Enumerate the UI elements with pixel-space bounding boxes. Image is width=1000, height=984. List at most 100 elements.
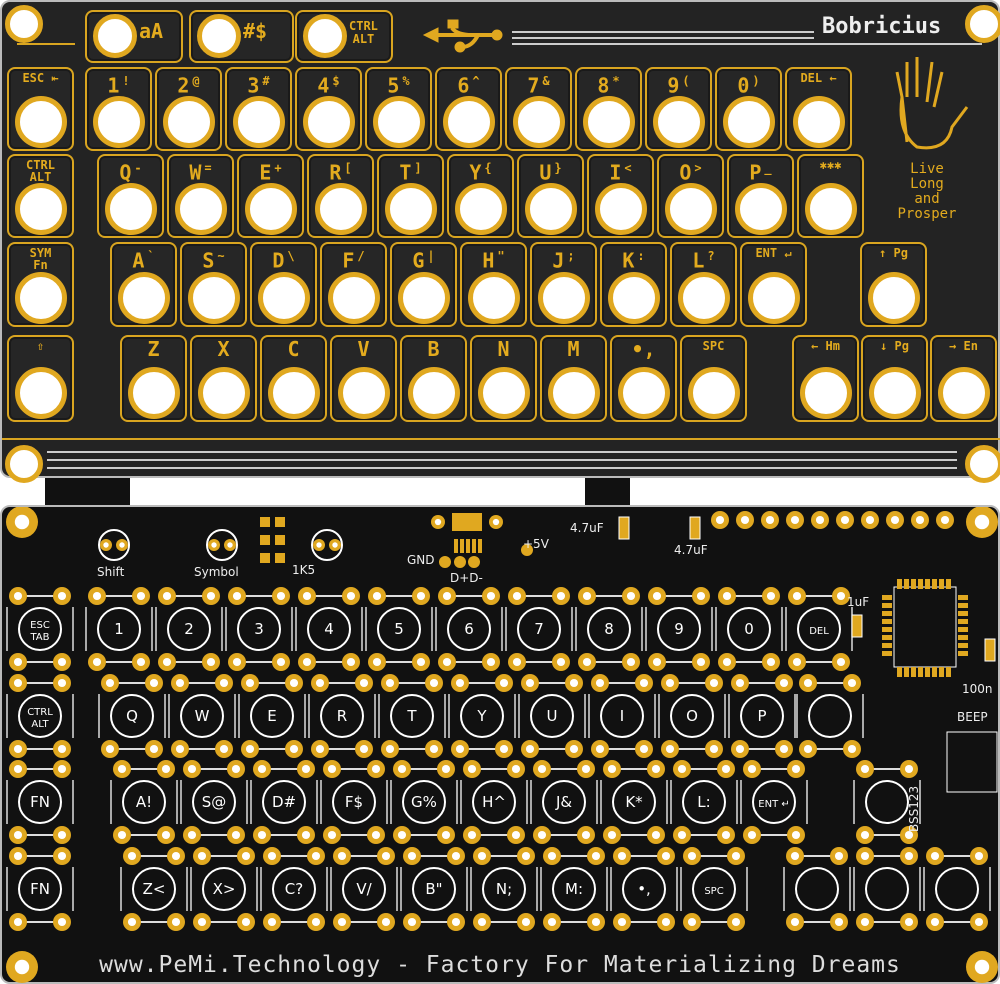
pad-hole	[731, 851, 741, 861]
key-v[interactable]: V	[330, 335, 397, 422]
pad-hole	[332, 542, 338, 548]
key-alt-legend: @	[192, 74, 200, 88]
key-alt-legend: (	[682, 74, 690, 88]
key-e[interactable]: E+	[237, 154, 304, 238]
key-y[interactable]: Y{	[447, 154, 514, 238]
switch-outline	[272, 867, 316, 911]
ic-pin	[882, 611, 892, 616]
pad-hole	[397, 764, 407, 774]
pad-hole	[639, 678, 649, 688]
key-alt-legend: )	[752, 74, 760, 88]
key-hole	[582, 96, 635, 148]
key-main-legend: Z	[147, 337, 160, 361]
pad-hole	[219, 744, 229, 754]
usb-pin	[460, 539, 464, 553]
key-q[interactable]: Q-	[97, 154, 164, 238]
pad-hole	[227, 542, 233, 548]
switch-legend: TAB	[29, 632, 49, 643]
switch-outline	[377, 607, 421, 651]
pad-hole	[359, 678, 369, 688]
key-b[interactable]: B	[400, 335, 467, 422]
key-d[interactable]: D\	[250, 242, 317, 327]
pad-hole	[765, 515, 775, 525]
key-w[interactable]: W=	[167, 154, 234, 238]
switch-legend: W	[195, 707, 210, 725]
pad-hole	[245, 744, 255, 754]
key-z[interactable]: Z	[120, 335, 187, 422]
key-pg[interactable]: ↓ Pg	[861, 335, 928, 422]
pad-hole	[803, 678, 813, 688]
key-5[interactable]: 5%	[365, 67, 432, 151]
usb-pin	[478, 539, 482, 553]
key-legend: 9(	[647, 74, 710, 96]
key-4[interactable]: 4$	[295, 67, 362, 151]
key-pg[interactable]: ↑ Pg	[860, 242, 927, 327]
key-2[interactable]: 2@	[155, 67, 222, 151]
key-0[interactable]: 0)	[715, 67, 782, 151]
pad-hole	[731, 917, 741, 927]
modifier-key[interactable]: CTRL ALT	[295, 10, 393, 63]
key-esc[interactable]: ESC ⇤	[7, 67, 74, 151]
pad-hole	[652, 591, 662, 601]
key-en[interactable]: → En	[930, 335, 997, 422]
key-1[interactable]: 1!	[85, 67, 152, 151]
key-n[interactable]: N	[470, 335, 537, 422]
key-hole	[607, 272, 660, 324]
key-x[interactable]: X	[190, 335, 257, 422]
key-g[interactable]: G|	[390, 242, 457, 327]
key-l[interactable]: L?	[670, 242, 737, 327]
key-sym[interactable]: ✱✱✱	[797, 154, 864, 238]
key-u[interactable]: U}	[517, 154, 584, 238]
motto-line: Long	[910, 176, 944, 192]
pad-hole	[467, 830, 477, 840]
key-7[interactable]: 7&	[505, 67, 572, 151]
key-legend: Q-	[99, 161, 162, 183]
key-sym[interactable]: ⇧	[7, 335, 74, 422]
pad-hole	[904, 851, 914, 861]
switch-legend: O	[686, 707, 698, 725]
key-3[interactable]: 3#	[225, 67, 292, 151]
ic-pin	[958, 619, 968, 624]
key-alt-legend: !	[122, 74, 130, 88]
key-alt-legend: ?	[707, 249, 715, 263]
modifier-key[interactable]: #$	[189, 10, 294, 63]
key-6[interactable]: 6^	[435, 67, 502, 151]
pad-hole	[569, 678, 579, 688]
pad-hole	[416, 657, 426, 667]
key-legend: ESC ⇤	[9, 72, 72, 84]
key-hole	[384, 183, 437, 235]
key-m[interactable]: M	[540, 335, 607, 422]
key-p[interactable]: P_	[727, 154, 794, 238]
key-8[interactable]: 8*	[575, 67, 642, 151]
key-9[interactable]: 9(	[645, 67, 712, 151]
key-legend: ← Hm	[794, 340, 857, 352]
key-a[interactable]: A`	[110, 242, 177, 327]
pad-hole	[537, 830, 547, 840]
key-main-legend: 7	[527, 73, 540, 98]
key-del[interactable]: DEL ←	[785, 67, 852, 151]
pad-hole	[709, 744, 719, 754]
key-s[interactable]: S~	[180, 242, 247, 327]
pad-hole	[486, 591, 496, 601]
key-spc[interactable]: SPC	[680, 335, 747, 422]
key-k[interactable]: K:	[600, 242, 667, 327]
key-alt-legend: #	[262, 74, 270, 88]
key-i[interactable]: I<	[587, 154, 654, 238]
key-t[interactable]: T]	[377, 154, 444, 238]
key-o[interactable]: O>	[657, 154, 724, 238]
key-r[interactable]: R[	[307, 154, 374, 238]
pad-hole	[639, 744, 649, 754]
key-legend: CTRL ALT	[9, 159, 72, 183]
key-ctrlalt[interactable]: CTRL ALT	[7, 154, 74, 238]
key-f[interactable]: F/	[320, 242, 387, 327]
modifier-key[interactable]: aA	[85, 10, 183, 63]
key-h[interactable]: H"	[460, 242, 527, 327]
key-ent[interactable]: ENT ↵	[740, 242, 807, 327]
key-hm[interactable]: ← Hm	[792, 335, 859, 422]
pad-hole	[245, 678, 255, 688]
key-c[interactable]: C	[260, 335, 327, 422]
label-cap1: 4.7uF	[570, 521, 604, 535]
key-symfn[interactable]: SYM Fn	[7, 242, 74, 327]
key-j[interactable]: J;	[530, 242, 597, 327]
key-sym[interactable]: •,	[610, 335, 677, 422]
